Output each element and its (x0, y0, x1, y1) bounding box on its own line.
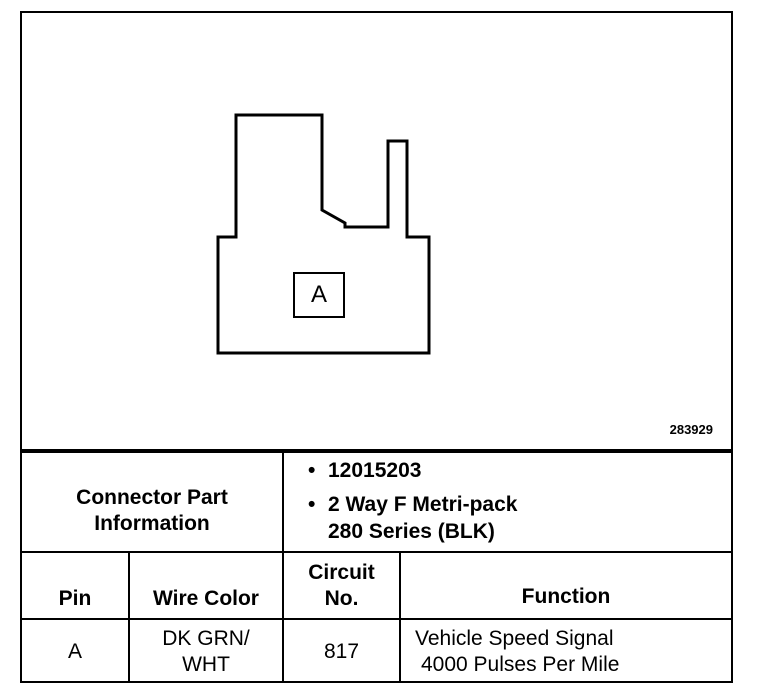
table-row: A DK GRN/ WHT 817 Vehicle Speed Signal 4… (22, 618, 732, 683)
circuit-cell: 817 (282, 618, 401, 683)
connector-info-title-cell: Connector Part Information (22, 451, 284, 553)
circuit-number-header: Circuit No. (282, 551, 401, 620)
connector-body-outline (216, 113, 431, 355)
connector-info-title: Connector Part Information (76, 486, 228, 535)
function-header: Function (398, 551, 732, 620)
wire-color-header: Wire Color (128, 551, 284, 620)
wire-color-cell: DK GRN/ WHT (128, 618, 284, 683)
pin-cell: A (22, 618, 130, 683)
bullet-icon: • (308, 459, 316, 482)
bullet-icon: • (308, 493, 316, 516)
table-header-row: Pin Wire Color Circuit No. Function (22, 551, 732, 620)
pin-a-text: A (310, 281, 327, 308)
part-number-item: •12015203 (308, 459, 422, 482)
pin-a-label: A (293, 272, 345, 318)
connector-sheet: A 283929 Connector Part Information •120… (20, 11, 733, 683)
pin-header: Pin (22, 551, 130, 620)
connector-outline-drawing (216, 113, 431, 355)
connector-table: Connector Part Information •12015203 •2 … (22, 451, 732, 683)
connector-diagram: A 283929 (22, 13, 731, 451)
figure-number: 283929 (669, 422, 713, 437)
connector-info-row: Connector Part Information •12015203 •2 … (22, 451, 732, 553)
function-cell: Vehicle Speed Signal 4000 Pulses Per Mil… (398, 618, 732, 683)
